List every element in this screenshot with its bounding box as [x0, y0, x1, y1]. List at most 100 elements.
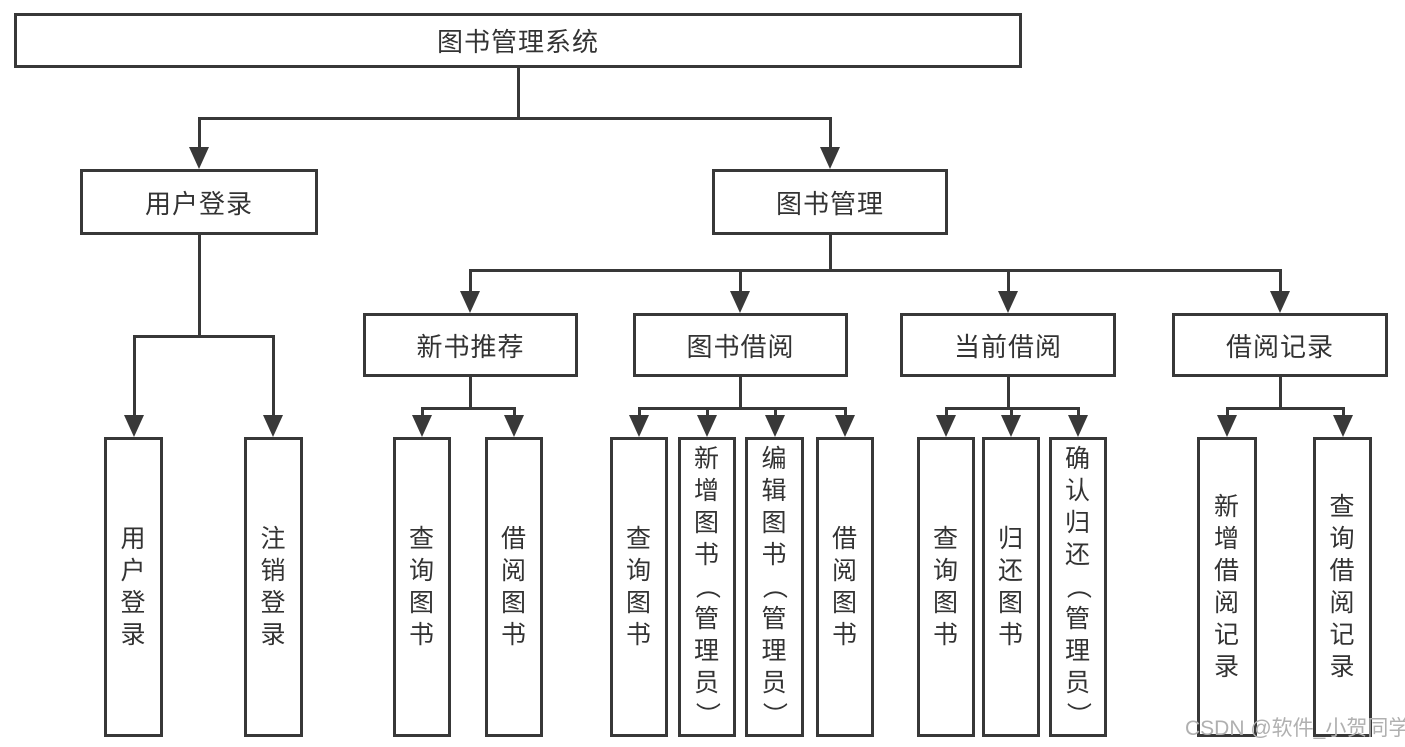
leaf-label-char: 图 [932, 589, 959, 617]
connector-line [1225, 408, 1229, 417]
arrowhead-icon [835, 415, 855, 437]
leaf-label-char: 员 [761, 669, 788, 697]
leaf-label: 新增借阅记录 [1214, 491, 1240, 683]
connector-line [468, 377, 472, 408]
leaf-query-books-current: 查询图书 [917, 437, 975, 737]
arrowhead-icon [936, 415, 956, 437]
leaf-label-char: 图 [831, 589, 858, 617]
node-label: 借阅记录 [1225, 331, 1334, 362]
connector-line [1278, 377, 1282, 408]
connector-line [738, 377, 742, 408]
leaf-label-char: 图 [625, 589, 652, 617]
leaf-label-char: 登 [260, 589, 287, 617]
arrowhead-icon [1270, 291, 1290, 313]
connector-line [944, 408, 948, 417]
leaf-label: 编辑图书（管理员） [760, 443, 789, 731]
connector-line [132, 334, 275, 338]
leaf-label-char: 图 [693, 509, 720, 537]
connector-line [468, 270, 472, 293]
leaf-borrow-books-newbooks: 借阅图书 [485, 437, 543, 737]
node-label: 图书管理系统 [436, 27, 599, 57]
leaf-label: 新增图书（管理员） [692, 443, 721, 731]
connector-line [420, 408, 424, 417]
leaf-label-char: 借 [500, 525, 527, 553]
leaf-query-books-newbooks: 查询图书 [393, 437, 451, 737]
connector-line [1278, 270, 1282, 293]
connector-line [705, 408, 709, 417]
leaf-label-char: 记 [1329, 621, 1356, 649]
leaf-label-char: 新 [1213, 493, 1240, 521]
leaf-label: 借阅图书 [501, 523, 527, 651]
arrowhead-icon [504, 415, 524, 437]
leaf-label-char: 录 [260, 621, 287, 649]
node-new-book-recommendation: 新书推荐 [363, 313, 578, 377]
leaf-label-char: 借 [1213, 557, 1240, 585]
connector-line [1006, 377, 1010, 408]
leaf-label-char: 阅 [1213, 589, 1240, 617]
leaf-label: 查询图书 [933, 523, 959, 651]
leaf-label-char: 查 [408, 525, 435, 553]
connector-line [197, 235, 201, 336]
node-library-management-system: 图书管理系统 [14, 13, 1022, 68]
node-label: 新书推荐 [416, 331, 525, 362]
leaf-label-char: 确 [1064, 445, 1091, 473]
arrowhead-icon [697, 415, 717, 437]
leaf-label-char: （ [692, 573, 721, 601]
connector-line [1076, 408, 1080, 417]
leaf-label-char: （ [760, 573, 789, 601]
leaf-label-char: 户 [120, 557, 147, 585]
node-current-borrowing: 当前借阅 [900, 313, 1116, 377]
leaf-label-char: 书 [625, 621, 652, 649]
leaf-label: 注销登录 [260, 523, 286, 651]
leaf-label-char: 录 [1213, 653, 1240, 681]
leaf-label-char: 管 [1064, 605, 1091, 633]
connector-line [1006, 270, 1010, 293]
leaf-label-char: 书 [932, 621, 959, 649]
leaf-user-login: 用户登录 [104, 437, 163, 737]
leaf-label: 查询图书 [409, 523, 435, 651]
leaf-label: 归还图书 [998, 523, 1024, 651]
leaf-label-char: 借 [1329, 557, 1356, 585]
connector-line [843, 408, 847, 417]
connector-line [468, 268, 1282, 272]
leaf-label-char: 用 [120, 525, 147, 553]
leaf-label-char: 书 [831, 621, 858, 649]
arrowhead-icon [765, 415, 785, 437]
leaf-logout-login: 注销登录 [244, 437, 303, 737]
leaf-label-char: 询 [1329, 525, 1356, 553]
leaf-label-char: 管 [693, 605, 720, 633]
connector-line [828, 235, 832, 270]
node-borrowing-records: 借阅记录 [1172, 313, 1388, 377]
node-book-management: 图书管理 [712, 169, 948, 235]
leaf-label-char: 阅 [1329, 589, 1356, 617]
leaf-label-char: 理 [1064, 637, 1091, 665]
leaf-label-char: 新 [693, 445, 720, 473]
leaf-label-char: 图 [500, 589, 527, 617]
leaf-label-char: 阅 [500, 557, 527, 585]
leaf-label: 查询图书 [626, 523, 652, 651]
leaf-label-char: 理 [761, 637, 788, 665]
leaf-label-char: 归 [1064, 509, 1091, 537]
leaf-query-books-borrowing: 查询图书 [610, 437, 668, 737]
leaf-label-char: 书 [500, 621, 527, 649]
arrowhead-icon [124, 415, 144, 437]
leaf-label-char: 销 [260, 557, 287, 585]
leaf-label-char: 录 [1329, 653, 1356, 681]
connector-line [738, 270, 742, 293]
arrowhead-icon [730, 291, 750, 313]
leaf-label-char: 增 [1213, 525, 1240, 553]
leaf-label-char: 编 [761, 445, 788, 473]
leaf-add-borrow-record: 新增借阅记录 [1197, 437, 1257, 737]
leaf-label-char: 理 [693, 637, 720, 665]
node-label: 用户登录 [144, 188, 253, 219]
connector-line [197, 116, 832, 120]
leaf-label-char: 归 [997, 525, 1024, 553]
leaf-query-borrow-record: 查询借阅记录 [1313, 437, 1372, 737]
connector-line [637, 408, 641, 417]
arrowhead-icon [1217, 415, 1237, 437]
arrowhead-icon [998, 291, 1018, 313]
arrowhead-icon [1333, 415, 1353, 437]
leaf-label-char: 书 [693, 541, 720, 569]
connector-line [512, 408, 516, 417]
leaf-label-char: 记 [1213, 621, 1240, 649]
